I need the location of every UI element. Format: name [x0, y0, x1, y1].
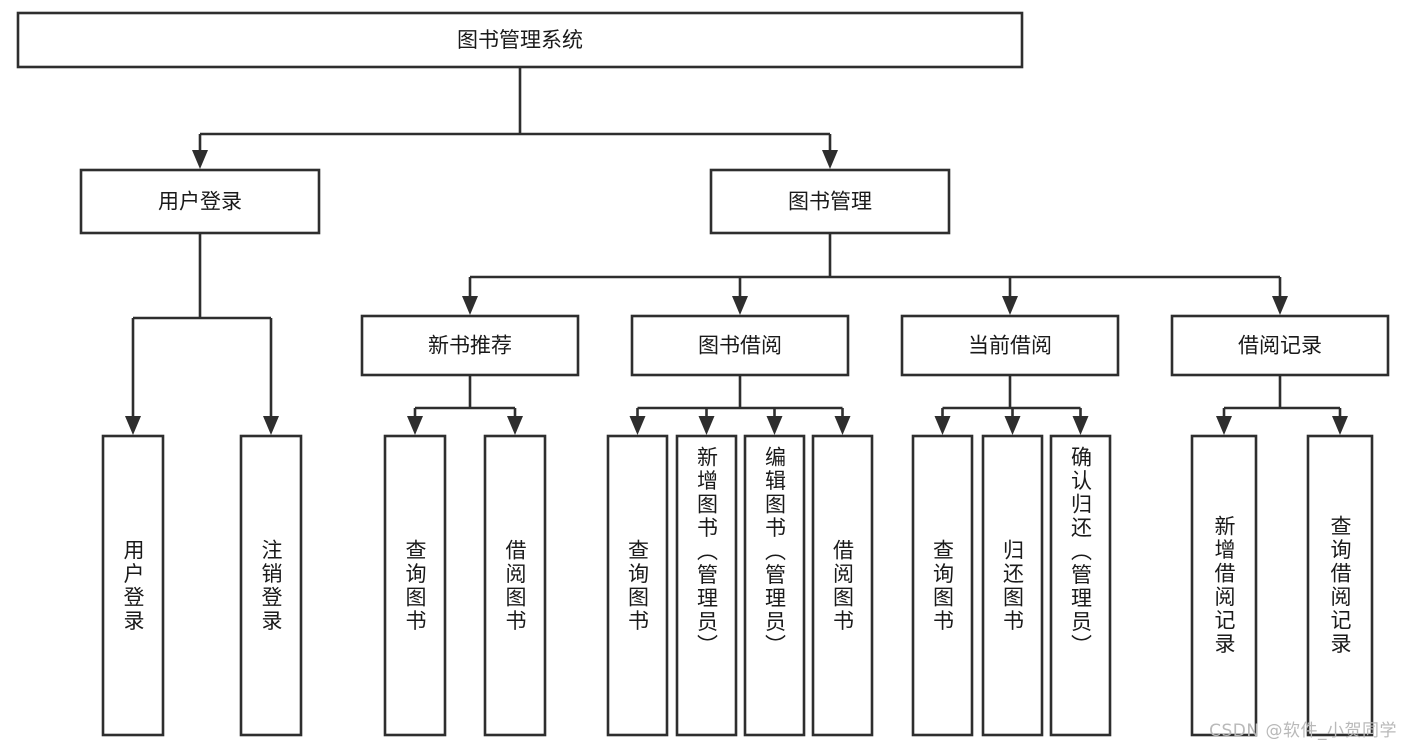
node-leaf-box[interactable] — [1190, 434, 1258, 737]
node-level2-label: 图书管理 — [788, 190, 872, 214]
connector-layer — [125, 67, 1348, 435]
arrow-head-icon — [1216, 416, 1232, 435]
arrow-head-icon — [1272, 296, 1288, 315]
arrow-head-icon — [1072, 416, 1089, 435]
arrow-head-icon — [263, 416, 279, 435]
node-level3-box[interactable] — [900, 314, 1120, 377]
node-leaf-box[interactable] — [1306, 434, 1374, 737]
node-level3-box[interactable] — [360, 314, 580, 377]
arrow-head-icon — [732, 296, 748, 315]
node-level3-box[interactable] — [1170, 314, 1390, 377]
node-leaf-box[interactable] — [239, 434, 303, 737]
arrow-head-icon — [629, 416, 646, 435]
arrow-head-icon — [834, 416, 851, 435]
node-leaf-box[interactable] — [911, 434, 974, 737]
node-level3-label: 新书推荐 — [428, 334, 512, 358]
arrow-head-icon — [766, 416, 783, 435]
node-leaf-box[interactable] — [675, 434, 738, 737]
arrow-head-icon — [192, 150, 208, 169]
arrow-head-icon — [934, 416, 951, 435]
node-level3-label: 图书借阅 — [698, 334, 782, 358]
node-level2-box[interactable] — [709, 168, 951, 235]
node-level2-label: 用户登录 — [158, 190, 242, 214]
node-leaf-box[interactable] — [981, 434, 1044, 737]
arrow-head-icon — [1004, 416, 1021, 435]
node-level3-label: 当前借阅 — [968, 334, 1052, 358]
arrow-head-icon — [1002, 296, 1018, 315]
node-level2-box[interactable] — [79, 168, 321, 235]
arrow-head-icon — [407, 416, 423, 435]
arrow-head-icon — [1332, 416, 1348, 435]
node-root-box[interactable] — [16, 11, 1024, 69]
arrow-head-icon — [507, 416, 523, 435]
arrow-head-icon — [125, 416, 141, 435]
node-leaf-box[interactable] — [101, 434, 165, 737]
node-leaf-box[interactable] — [1049, 434, 1112, 737]
node-root-label: 图书管理系统 — [457, 28, 583, 52]
node-leaf-box[interactable] — [483, 434, 547, 737]
node-level3-label: 借阅记录 — [1238, 334, 1322, 358]
arrow-head-icon — [698, 416, 715, 435]
arrow-head-icon — [822, 150, 838, 169]
arrow-head-icon — [462, 296, 478, 315]
node-leaf-box[interactable] — [811, 434, 874, 737]
node-leaf-box[interactable] — [606, 434, 669, 737]
node-box-layer — [16, 11, 1390, 737]
node-level3-box[interactable] — [630, 314, 850, 377]
node-leaf-box[interactable] — [743, 434, 806, 737]
node-leaf-box[interactable] — [383, 434, 447, 737]
csdn-watermark: CSDN @软件_小贺同学 — [1209, 721, 1397, 741]
